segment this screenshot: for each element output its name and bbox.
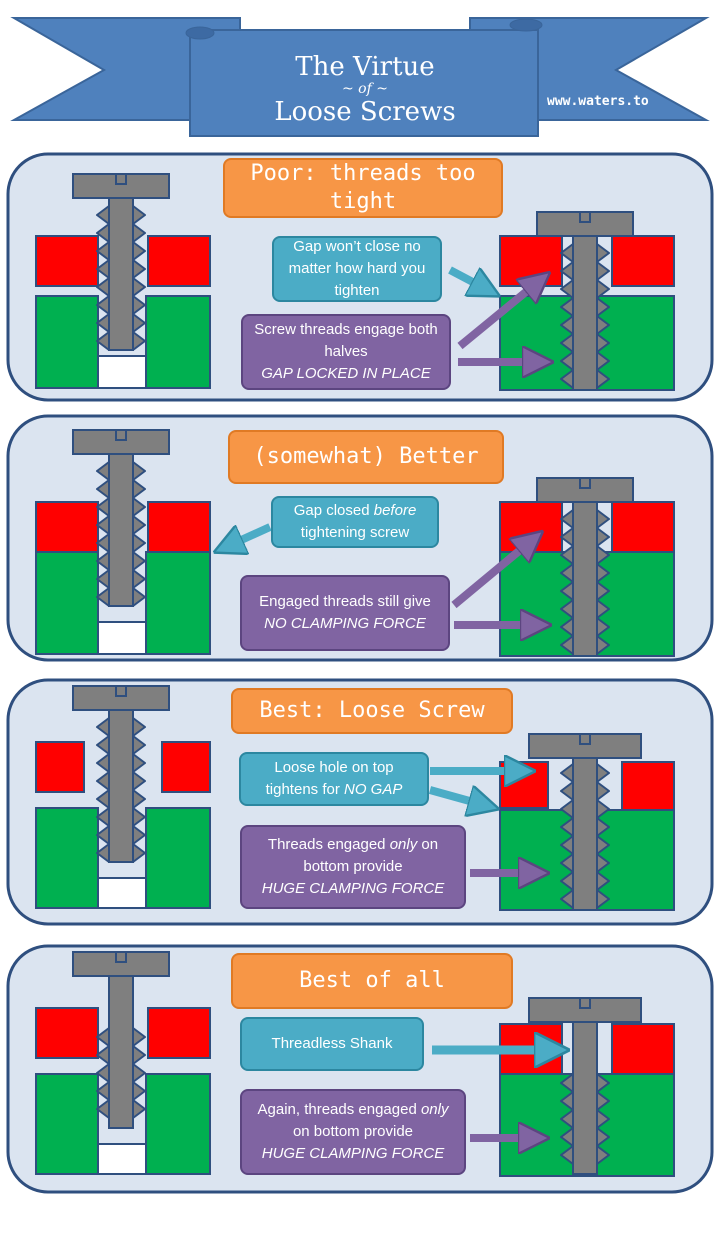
p4-left-screw-shaft [108, 975, 134, 1129]
p2-left-screw-slot [115, 429, 127, 441]
panel-3-teal-pre: Loose hole on top tightens for [265, 759, 394, 798]
panel-2-title: (somewhat) Better [228, 430, 504, 484]
p3-left-screw-slot [115, 685, 127, 697]
p1-left-red-block-a [35, 235, 99, 287]
panel-3-teal-box: Loose hole on top tightens for NO GAP [239, 752, 429, 806]
p1-right-screw-slot [579, 211, 591, 223]
p3-left-red-block-b [161, 741, 211, 793]
p4-left-green-block-b [145, 1073, 211, 1175]
p2-right-red-block-b [611, 501, 675, 553]
p1-right-screw-shaft [572, 235, 598, 391]
panel-4-purple-post: on bottom provide [292, 1123, 414, 1140]
screw-diagrams [35, 173, 675, 1177]
banner-title: The Virtue ~ of ~ Loose Screws [250, 44, 480, 136]
p2-right-screw-slot [579, 477, 591, 489]
arrow-threads-upper [457, 282, 538, 350]
p3-left-screw-threads [96, 717, 146, 863]
p3-right-screw-slot [579, 733, 591, 745]
p1-right-red-block-b [611, 235, 675, 287]
panel-1-purple-box: Screw threads engage both halves GAP LOC… [241, 314, 451, 390]
panel-2-teal-post: tightening screw [300, 524, 410, 541]
panel-3-purple-box: Threads engaged only on bottom provide H… [240, 825, 466, 909]
panel-3-title: Best: Loose Screw [231, 688, 513, 734]
panel-4-purple-box: Again, threads engaged only on bottom pr… [240, 1089, 466, 1175]
p1-right-red-block-a [499, 235, 563, 287]
p3-left-hole [97, 877, 147, 909]
arrow-gap-teal [448, 266, 486, 289]
p4-left-screw-head [72, 951, 170, 977]
p1-left-hole [97, 355, 147, 389]
panel-2-purple-line1: Engaged threads still give [259, 593, 431, 610]
p4-left-screw-slot [115, 951, 127, 963]
title-line-1: The Virtue [295, 52, 435, 82]
p1-left-screw-threads [96, 205, 146, 351]
title-banner [10, 17, 710, 137]
p3-right-screw-shaft [572, 757, 598, 911]
arrows [228, 266, 552, 1138]
arrow-gap-closed [228, 523, 272, 546]
p1-left-green-block-a [35, 295, 99, 389]
panel-4-purple-em: only [420, 1101, 449, 1118]
p4-left-red-block-a [35, 1007, 99, 1059]
p4-left-green-block-a [35, 1073, 99, 1175]
p4-right-screw-slot [579, 997, 591, 1009]
p4-right-screw-threads [560, 1073, 610, 1165]
title-line-2: ~ of ~ [342, 81, 388, 97]
p3-right-screw-threads [560, 763, 610, 909]
panel-4-teal-box: Threadless Shank [240, 1017, 424, 1071]
p1-left-green-block-b [145, 295, 211, 389]
p2-right-screw-shaft [572, 501, 598, 657]
panel-4-title: Best of all [231, 953, 513, 1009]
panel-3-purple-pre: Threads engaged [267, 836, 390, 853]
p3-left-screw-shaft [108, 709, 134, 863]
panel-1-purple-line2: GAP LOCKED IN PLACE [261, 365, 431, 382]
panel-3-purple-line2: HUGE CLAMPING FORCE [261, 880, 445, 897]
p4-right-red-block-b [611, 1023, 675, 1075]
p3-right-red-block-b [621, 761, 675, 811]
p3-left-green-block-a [35, 807, 99, 909]
p1-right-screw-threads [560, 243, 610, 389]
panel-4-purple-line2: HUGE CLAMPING FORCE [261, 1145, 445, 1162]
p1-left-red-block-b [147, 235, 211, 287]
banner-center [189, 29, 539, 137]
panel-2-teal-em: before [373, 502, 417, 519]
panel-1-purple-line1: Screw threads engage both halves [254, 321, 438, 360]
panel-4-purple-pre: Again, threads engaged [257, 1101, 421, 1118]
p3-left-green-block-b [145, 807, 211, 909]
banner-left-ribbon [10, 17, 241, 121]
p2-left-screw-threads [96, 461, 146, 607]
p4-left-hole [97, 1143, 147, 1175]
p3-left-red-block-a [35, 741, 85, 793]
title-line-3: Loose Screws [274, 97, 456, 127]
panel-3-teal-em: NO GAP [344, 781, 403, 798]
p2-left-red-block-a [35, 501, 99, 553]
panel-1-title: Poor: threads too tight [223, 158, 503, 218]
p2-left-red-block-b [147, 501, 211, 553]
p4-left-screw-threads [96, 1027, 146, 1119]
panel-2-teal-pre: Gap closed [293, 502, 374, 519]
p2-left-green-block-b [145, 551, 211, 655]
panel-3-purple-post: on bottom provide [303, 836, 439, 875]
p2-left-green-block-a [35, 551, 99, 655]
p2-left-screw-shaft [108, 453, 134, 607]
p1-left-screw-shaft [108, 197, 134, 351]
p4-left-red-block-b [147, 1007, 211, 1059]
site-url: www.waters.to [547, 94, 649, 109]
p2-right-screw-threads [560, 509, 610, 655]
panel-2-purple-box: Engaged threads still give NO CLAMPING F… [240, 575, 450, 651]
arrow-engaged-upper [451, 541, 531, 609]
p2-left-hole [97, 621, 147, 655]
arrow-loose-lower [428, 790, 484, 805]
panel-3-purple-em: only [389, 836, 418, 853]
panel-2-purple-line2: NO CLAMPING FORCE [264, 615, 426, 632]
p4-right-screw-shaft [572, 1021, 598, 1175]
p1-left-screw-slot [115, 173, 127, 185]
panel-1-teal-box: Gap won’t close no matter how hard you t… [272, 236, 442, 302]
panel-2-teal-box: Gap closed before tightening screw [271, 496, 439, 548]
